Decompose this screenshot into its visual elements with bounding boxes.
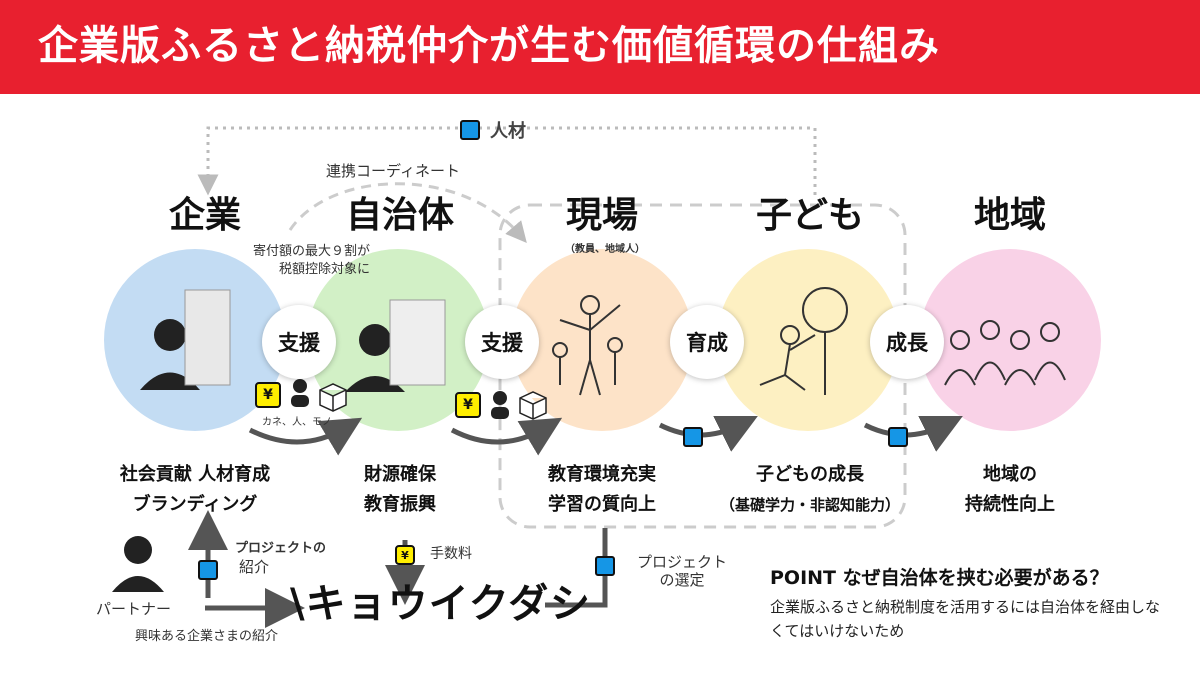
talent-loop-line (197, 126, 817, 196)
node-square-genba-kodomo (683, 427, 703, 447)
link-badge-support-2: 支援 (465, 305, 539, 379)
fee-yen-icon: ¥ (395, 545, 415, 565)
project-select-label: プロジェクトの選定 (637, 553, 728, 589)
point-text: 企業版ふるさと納税制度を活用するには自治体を経由しなくてはいけないため (770, 598, 1161, 640)
entity-title-chiiki: 地域 (973, 195, 1046, 236)
project-intro-label: プロジェクトの 紹介 (235, 541, 327, 576)
flow-arrow-kigyo-jichitai (248, 417, 363, 456)
project-select-node-square (595, 556, 615, 576)
partner-label: パートナー (96, 600, 172, 618)
coordinate-arc (288, 182, 527, 243)
genba-subtitle: （教員、地域人） (565, 244, 645, 255)
outcome-chiiki: 地域の持続性向上 (965, 464, 1055, 515)
outcome-jichitai: 財源確保教育振興 (364, 464, 436, 515)
flow-arrow-jichitai-genba (450, 417, 563, 456)
outcome-kodomo: 子どもの成長（基礎学力・非認知能力） (719, 464, 900, 514)
project-intro-node-square (198, 560, 218, 580)
yen-icon: ¥ (255, 382, 281, 408)
official-person-icon (345, 299, 446, 392)
talent-node-square (460, 120, 480, 140)
tax-note: 寄付額の最大９割が税額控除対象に (252, 244, 370, 277)
box-resource-icon (319, 383, 547, 420)
child-magnifier-icon (759, 287, 848, 395)
entity-title-kodomo: 子ども (755, 195, 864, 236)
teacher-children-icon (552, 295, 623, 396)
business-person-icon (140, 289, 231, 390)
partner-icon (112, 536, 164, 592)
talent-label: 人材 (490, 121, 526, 142)
entity-title-jichitai: 自治体 (345, 195, 454, 236)
yen-icon: ¥ (455, 392, 481, 418)
person-resource-icon (291, 379, 509, 419)
resources-label: カネ、人、モノ (262, 417, 332, 428)
crowd-icon (944, 320, 1066, 386)
fee-label: 手数料 (430, 546, 472, 562)
header-bar: 企業版ふるさと納税仲介が生む価値循環の仕組み (0, 0, 1200, 94)
partner-intro-label: 興味ある企業さまの紹介 (135, 629, 279, 644)
page-title: 企業版ふるさと納税仲介が生む価値循環の仕組み (38, 23, 940, 69)
entity-title-kigyo: 企業 (168, 195, 241, 236)
link-badge-support-1: 支援 (262, 305, 336, 379)
entity-title-genba: 現場 (565, 195, 638, 236)
coordinate-label: 連携コーディネート (326, 162, 460, 180)
outcome-genba: 教育環境充実学習の質向上 (548, 464, 656, 515)
link-badge-growth: 成長 (870, 305, 944, 379)
outcome-kigyo: 社会貢献 人材育成ブランディング (119, 464, 271, 515)
kyoikudashi-logo: \キョウイクダシ (290, 581, 592, 627)
point-title: POINT なぜ自治体を挟む必要がある？ (770, 567, 1109, 589)
link-badge-nurture: 育成 (670, 305, 744, 379)
node-square-kodomo-chiiki (888, 427, 908, 447)
project-select-line (545, 528, 608, 608)
